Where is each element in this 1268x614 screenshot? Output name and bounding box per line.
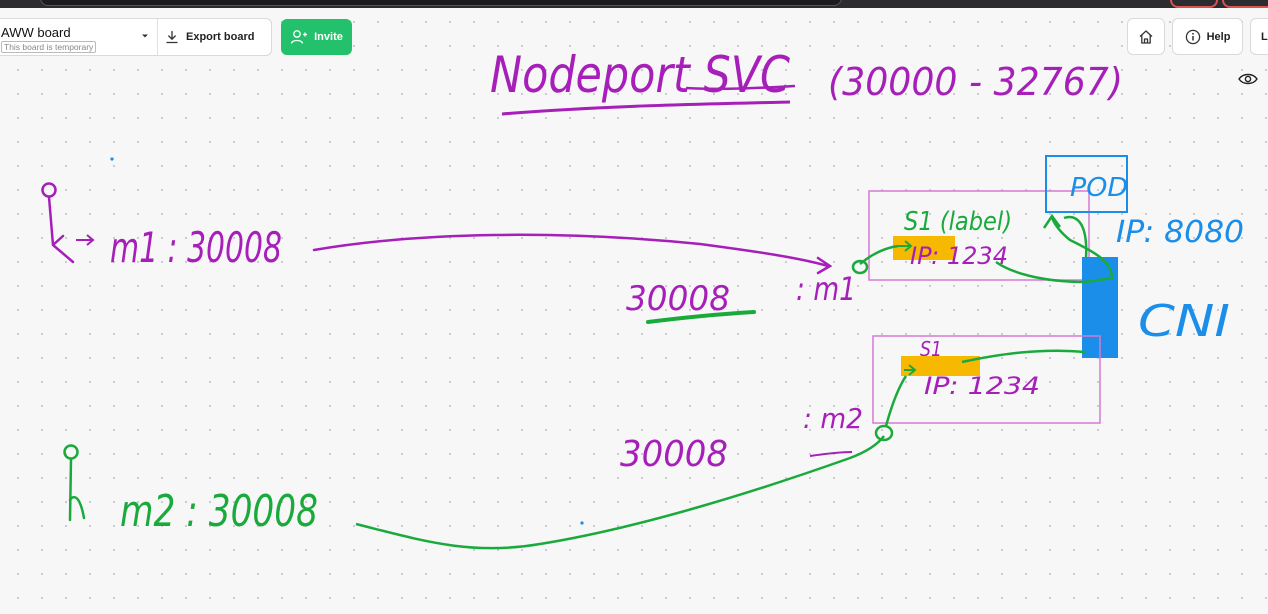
add-user-icon: [290, 30, 308, 44]
node-1-tag: : m1: [796, 270, 856, 308]
stray-dot: [580, 521, 584, 525]
node-1-arrow: [312, 233, 833, 275]
board-name[interactable]: AWW board: [1, 25, 71, 40]
top-red-button-2[interactable]: [1222, 0, 1268, 8]
service-2-box[interactable]: [872, 335, 1101, 424]
service-2-highlight: [901, 356, 980, 376]
pod-label: POD: [1070, 173, 1128, 203]
node-1-port: 30008: [626, 279, 730, 319]
pod-arrow-icon: [1042, 213, 1062, 229]
home-button[interactable]: [1127, 18, 1165, 55]
svc-1-to-pod-link: [995, 217, 1114, 284]
help-label: Help: [1206, 30, 1231, 43]
board-panel: AWW board This board is temporary Export…: [0, 18, 272, 56]
download-icon: [166, 30, 178, 44]
port-1-underline: [646, 310, 756, 324]
board-status-badge: This board is temporary: [1, 41, 97, 53]
home-icon: [1139, 29, 1153, 44]
diagram-title: Nodeport SVC: [490, 46, 790, 104]
user-2-figure: [63, 444, 86, 522]
login-label: Lo: [1261, 30, 1268, 43]
chevron-down-icon[interactable]: [139, 30, 151, 42]
entry-point-2: [874, 424, 894, 442]
node-2-port: 30008: [620, 434, 728, 475]
service-2-label: S1: [920, 337, 942, 361]
toolbar-divider: [157, 19, 158, 55]
service-1-highlight: [893, 236, 955, 260]
service-1-label: S1 (label): [904, 207, 1012, 237]
pod-box[interactable]: [1045, 155, 1128, 213]
help-button[interactable]: Help: [1172, 18, 1243, 55]
eye-icon[interactable]: [1238, 72, 1258, 86]
user-1-figure: [41, 182, 95, 264]
export-board-label: Export board: [186, 31, 255, 43]
stray-dot: [110, 157, 114, 161]
invite-label: Invite: [314, 31, 343, 43]
svc-2-to-cni-link: [961, 349, 1087, 364]
svc-underline: [685, 84, 796, 91]
invite-button[interactable]: Invite: [281, 19, 352, 55]
info-icon: [1185, 29, 1200, 44]
svc-2-arrow-icon: [904, 364, 917, 376]
node-2-underline: [809, 451, 853, 457]
svc-1-arrow-icon: [898, 240, 913, 252]
node-2-link: [355, 435, 885, 550]
export-board-button[interactable]: Export board: [165, 19, 254, 55]
entry-point-1: [851, 259, 869, 275]
svc-2-link: [884, 375, 908, 427]
service-1-box[interactable]: [868, 190, 1090, 281]
service-1-ip: IP: 1234: [910, 242, 1008, 270]
service-2-ip: IP: 1234: [924, 372, 1040, 400]
port-range-label: (30000 - 32767): [828, 60, 1123, 104]
pod-return-link: [1063, 215, 1088, 259]
login-button[interactable]: Lo: [1250, 18, 1268, 55]
title-underline: [501, 100, 791, 116]
cni-label: CNI: [1138, 296, 1230, 347]
node-2-tag: : m2: [803, 402, 863, 435]
pod-ip: IP: 8080: [1116, 215, 1244, 250]
node-2-label: m2 : 30008: [120, 486, 318, 537]
svc-1-link: [859, 244, 899, 265]
node-1-label: m1 : 30008: [110, 223, 282, 272]
